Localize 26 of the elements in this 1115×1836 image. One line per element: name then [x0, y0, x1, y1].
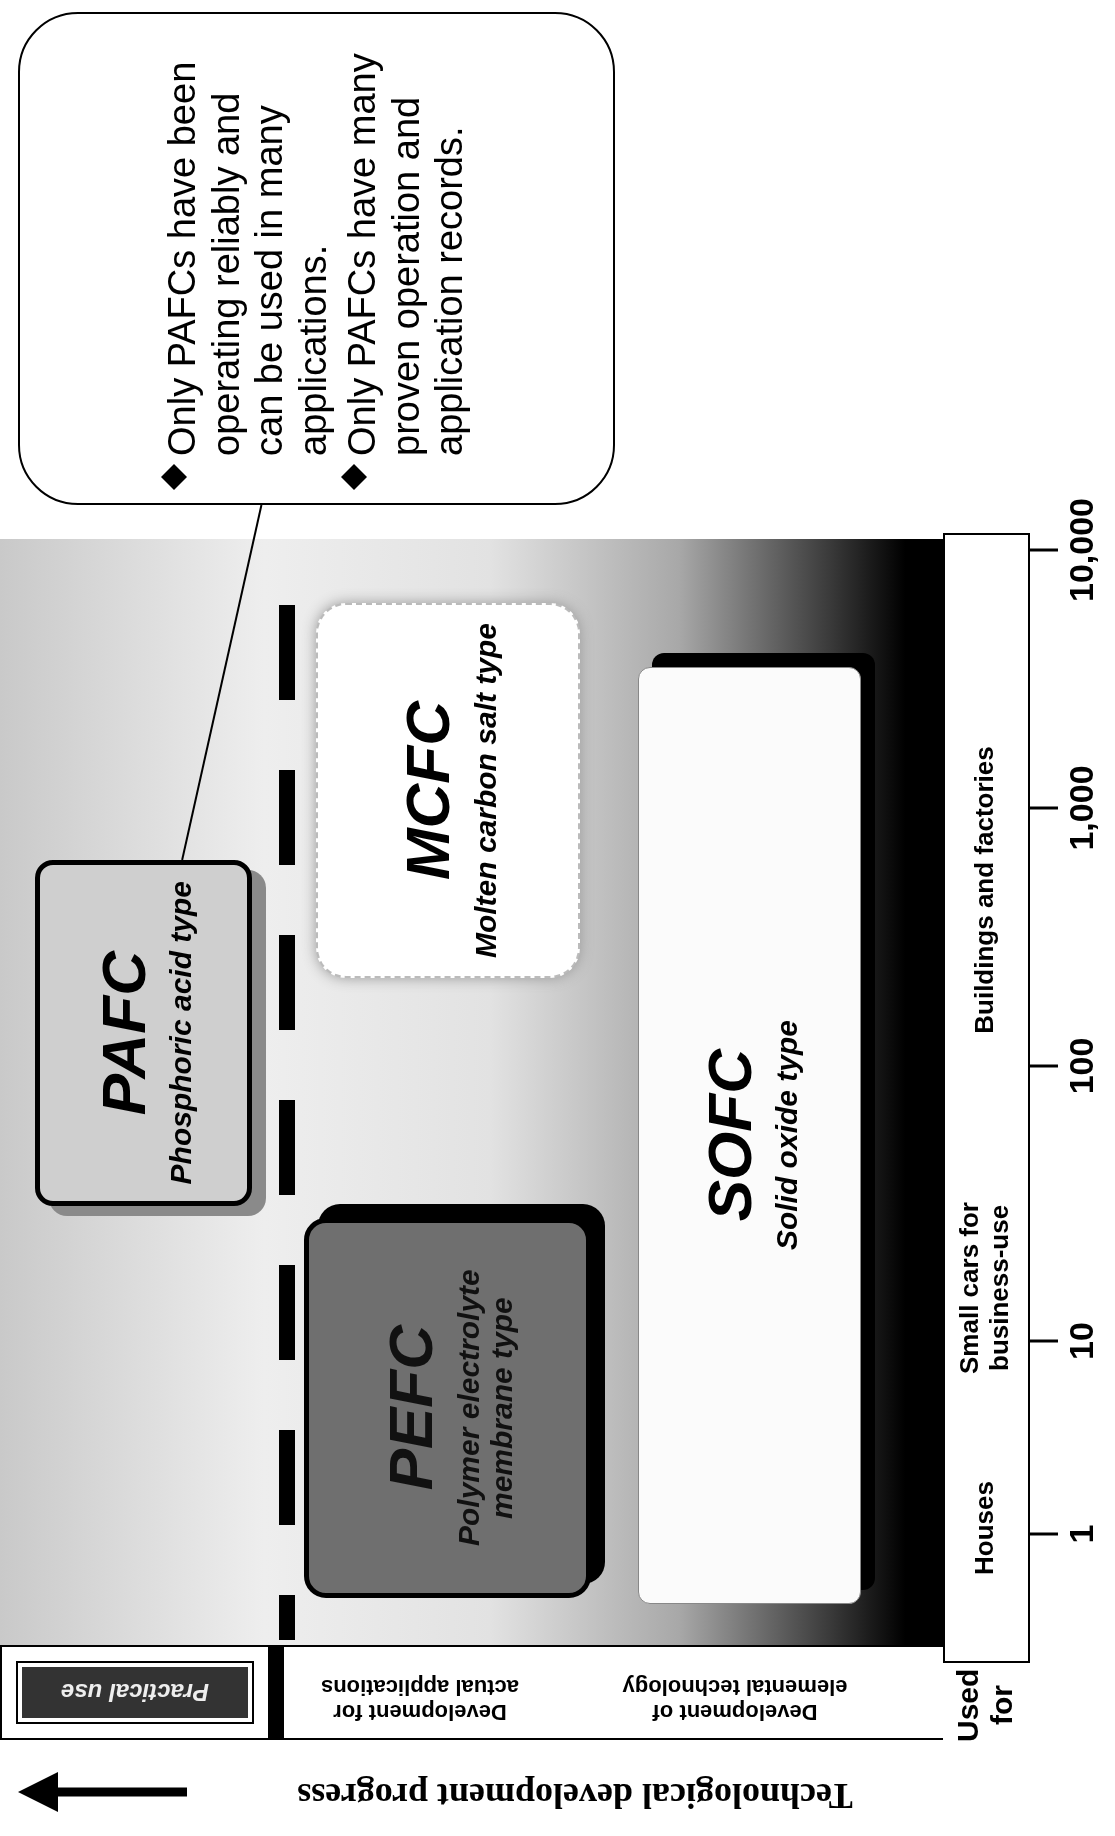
axis-label: Houses [970, 1481, 1000, 1575]
bullet-text: Only PAFCs have many proven operation and application records. [341, 52, 472, 456]
axis-label: Small cars for business-use [955, 1201, 1015, 1376]
speech-bubble [18, 12, 615, 505]
type-description: Phosphoric acid type [164, 881, 198, 1185]
tick-label: 10,000 [1062, 498, 1102, 602]
tick-label: 1,000 [1062, 765, 1102, 851]
axis-label: Development of elemental technology [621, 1674, 849, 1726]
type-name: SOFC [695, 1049, 765, 1222]
type-description: Molten carbon salt type [468, 622, 502, 959]
tick-label: 1 [1062, 1524, 1102, 1544]
fuel-cell-box [316, 603, 580, 978]
type-description: Solid oxide type [770, 1020, 804, 1251]
axis-label: Development for actual applications [319, 1674, 521, 1726]
tick-label: 10 [1062, 1322, 1102, 1360]
type-name: Practical use [60, 1679, 210, 1706]
bullet-text: Only PAFCs have been operating reliably and can be used in many applications. [160, 60, 335, 456]
type-name: PAFC [89, 950, 159, 1116]
axis-label: Buildings and factories [970, 746, 1000, 1034]
axis-title: Technological development progress [297, 1774, 853, 1816]
type-name: MCFC [394, 700, 463, 881]
type-description: Polymer electrolyte membrane type [451, 1268, 518, 1549]
leader-line [181, 504, 263, 861]
tick-label: 100 [1062, 1037, 1102, 1095]
type-name: PEFC [377, 1325, 446, 1491]
axis-label: Used for [950, 1667, 1019, 1744]
